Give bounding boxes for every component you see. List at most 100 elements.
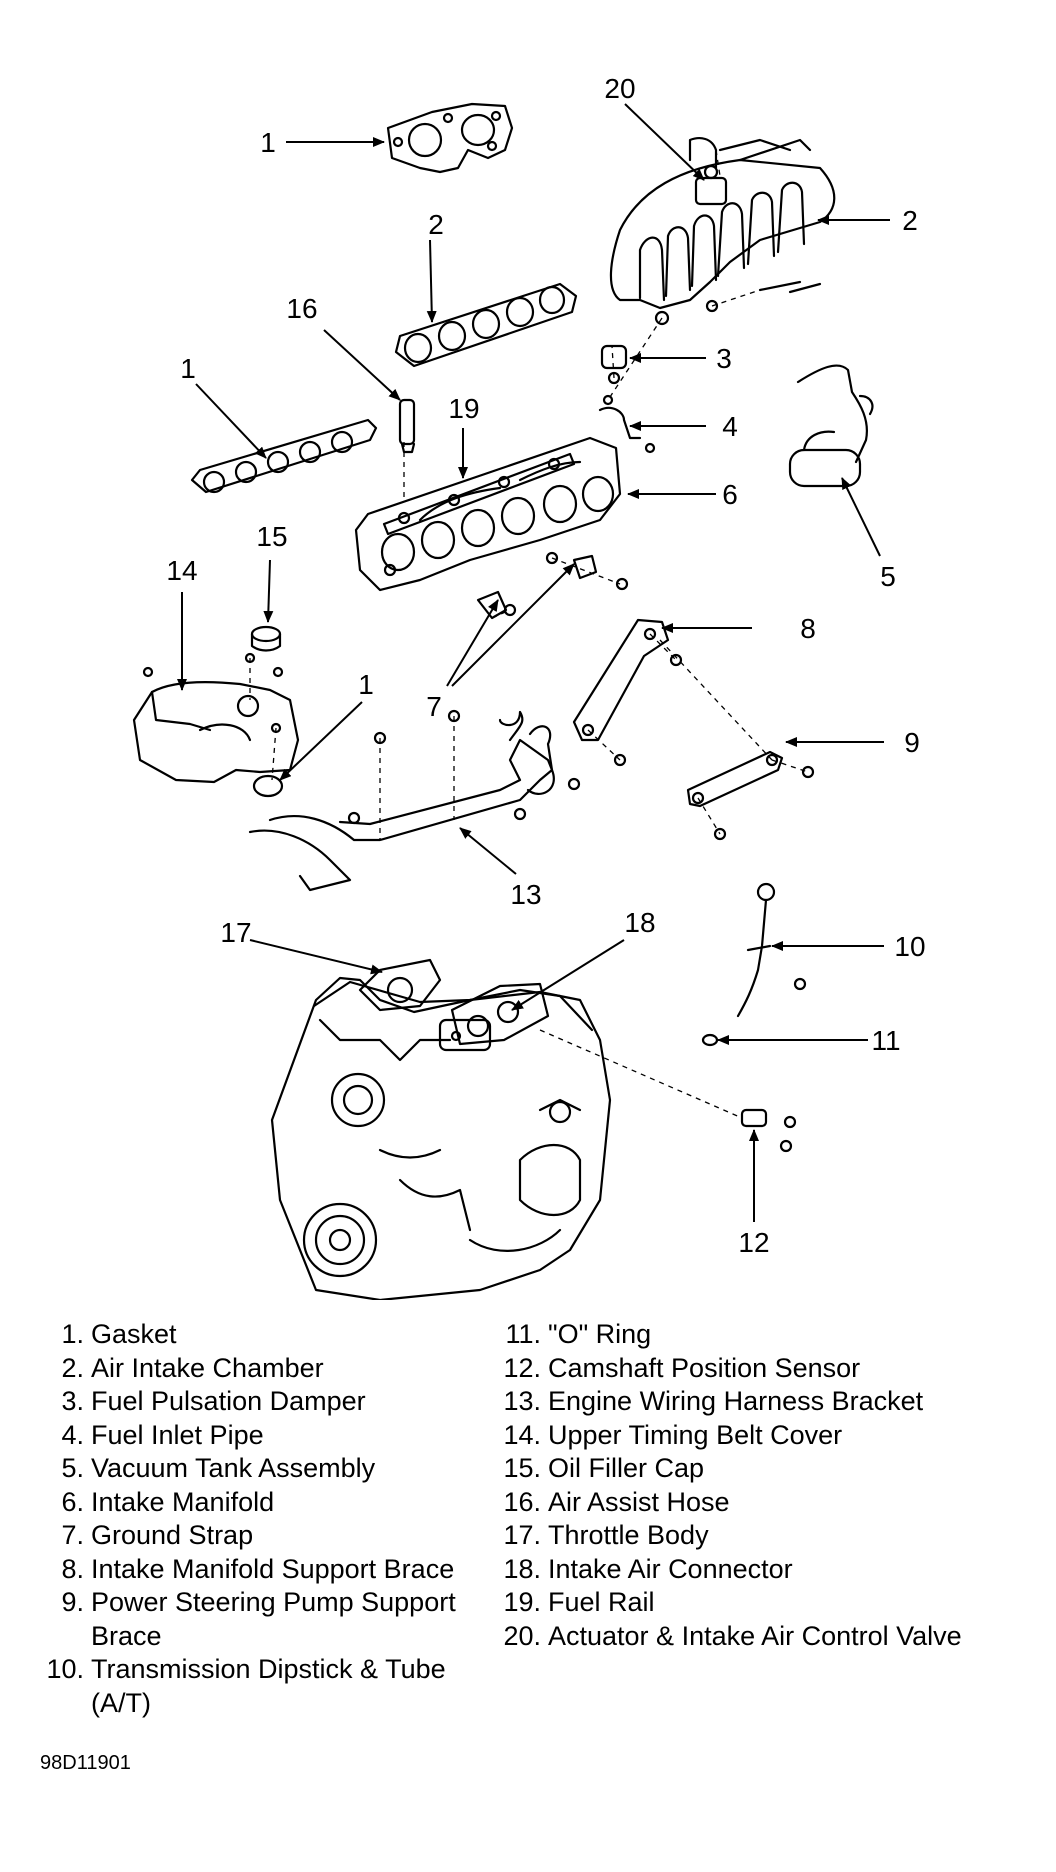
callout-label: 8 [800, 613, 816, 644]
callout-label: 1 [180, 353, 196, 384]
ground-strap [476, 554, 598, 620]
legend-text: Transmission Dipstick & Tube (A/T) [91, 1654, 446, 1718]
callout-label: 16 [286, 293, 317, 324]
legend-item: 20.Actuator & Intake Air Control Valve [497, 1620, 1037, 1654]
legend-number: 4. [61, 1419, 84, 1450]
legend-number: 10. [46, 1654, 84, 1684]
intake-air-connector [450, 982, 550, 1046]
legend-number: 13. [503, 1386, 541, 1416]
legend-item: 13.Engine Wiring Harness Bracket [497, 1385, 1037, 1419]
legend-number: 14. [503, 1419, 541, 1450]
legend-item: 3.Fuel Pulsation Damper [40, 1385, 480, 1419]
callout-label: 7 [426, 691, 442, 722]
intake-manifold-support-brace [572, 618, 683, 767]
legend-text: Actuator & Intake Air Control Valve [548, 1620, 962, 1651]
callout-label: 6 [722, 479, 738, 510]
fuel-inlet-pipe [598, 406, 656, 454]
legend-number: 6. [61, 1486, 84, 1517]
legend-text: Fuel Inlet Pipe [91, 1419, 264, 1450]
callout-label: 15 [256, 521, 287, 552]
legend-text: Intake Manifold Support Brace [91, 1553, 455, 1584]
callout-label: 1 [260, 127, 276, 158]
leader-arrows [177, 103, 890, 1222]
legend-item: 18.Intake Air Connector [497, 1553, 1037, 1587]
legend-item: 7.Ground Strap [40, 1519, 480, 1553]
legend-item: 16.Air Assist Hose [497, 1486, 1037, 1520]
legend-item: 17.Throttle Body [497, 1519, 1037, 1553]
legend-text: Gasket [91, 1319, 177, 1349]
legend-item: 15.Oil Filler Cap [497, 1452, 1037, 1486]
legend-number: 11. [505, 1319, 541, 1349]
legend-item: 9.Power Steering Pump Support Brace [40, 1586, 480, 1653]
callout-label: 2 [428, 209, 444, 240]
engine-wiring-harness-bracket [248, 709, 581, 892]
legend-item: 19.Fuel Rail [497, 1586, 1037, 1620]
legend-number: 8. [61, 1553, 84, 1584]
air-assist-hose [398, 398, 416, 454]
legend-number: 3. [61, 1386, 84, 1416]
parts-legend-right: 11."O" Ring 12.Camshaft Position Sensor … [497, 1318, 1037, 1653]
legend-item: 1.Gasket [40, 1318, 480, 1352]
legend-item: 12.Camshaft Position Sensor [497, 1352, 1037, 1386]
transmission-dipstick-tube [736, 882, 807, 1018]
callout-label: 18 [624, 907, 655, 938]
legend-text: Air Assist Hose [548, 1486, 730, 1517]
legend-text: Engine Wiring Harness Bracket [548, 1386, 924, 1416]
callout-label: 12 [738, 1227, 769, 1258]
legend-item: 4.Fuel Inlet Pipe [40, 1419, 480, 1453]
oil-filler-cap [250, 625, 282, 652]
legend-text: Intake Manifold [91, 1486, 275, 1517]
legend-number: 15. [503, 1453, 541, 1483]
legend-text: Ground Strap [91, 1520, 254, 1550]
fuel-rail [382, 452, 576, 536]
engine-block [270, 976, 612, 1300]
legend-item: 11."O" Ring [497, 1318, 1037, 1352]
legend-text: "O" Ring [548, 1319, 652, 1349]
legend-number: 20. [503, 1620, 541, 1651]
legend-item: 2.Air Intake Chamber [40, 1352, 480, 1386]
legend-text: Fuel Rail [548, 1587, 655, 1617]
callout-label: 14 [166, 555, 197, 586]
callout-label: 10 [894, 931, 925, 962]
o-ring [701, 1033, 719, 1047]
legend-number: 18. [503, 1553, 541, 1584]
legend-number: 12. [503, 1352, 541, 1383]
callout-label: 19 [448, 393, 479, 424]
gasket-intake-chamber [394, 282, 578, 368]
callout-label: 5 [880, 561, 896, 592]
upper-timing-belt-cover [132, 652, 300, 784]
callout-label: 4 [722, 411, 738, 442]
legend-item: 14.Upper Timing Belt Cover [497, 1419, 1037, 1453]
assembly-guide-lines [249, 149, 809, 1119]
legend-number: 17. [503, 1520, 541, 1550]
legend-item: 6.Intake Manifold [40, 1486, 480, 1520]
legend-number: 9. [61, 1587, 84, 1617]
callout-label: 11 [871, 1025, 900, 1056]
exploded-engine-diagram: 1 20 2 16 2 3 1 19 4 6 5 15 14 8 7 1 9 1… [132, 73, 926, 1300]
legend-text: Intake Air Connector [548, 1553, 793, 1584]
callout-label: 13 [510, 879, 541, 910]
legend-text: Power Steering Pump Support Brace [91, 1587, 456, 1651]
legend-number: 2. [61, 1352, 84, 1383]
legend-number: 5. [61, 1453, 84, 1483]
legend-text: Upper Timing Belt Cover [548, 1419, 843, 1450]
legend-text: Fuel Pulsation Damper [91, 1386, 366, 1416]
gasket-intake-manifold [190, 418, 378, 494]
callout-label: 9 [904, 727, 920, 758]
parts-legend-left: 1.Gasket 2.Air Intake Chamber 3.Fuel Pul… [40, 1318, 480, 1720]
legend-number: 16. [503, 1486, 541, 1517]
vacuum-tank-assembly [788, 364, 874, 488]
intake-manifold [354, 436, 629, 617]
legend-number: 1. [61, 1319, 84, 1349]
legend-text: Oil Filler Cap [548, 1453, 705, 1483]
air-intake-chamber [609, 137, 836, 326]
legend-text: Camshaft Position Sensor [548, 1352, 861, 1383]
legend-item: 10.Transmission Dipstick & Tube (A/T) [40, 1653, 480, 1720]
legend-number: 19. [503, 1587, 541, 1617]
callout-label: 1 [358, 669, 374, 700]
callout-label: 20 [604, 73, 635, 104]
legend-item: 8.Intake Manifold Support Brace [40, 1553, 480, 1587]
fuel-pulsation-damper [600, 344, 628, 406]
actuator-intake-air-control-valve [694, 164, 728, 206]
figure-id: 98D11901 [40, 1752, 131, 1774]
